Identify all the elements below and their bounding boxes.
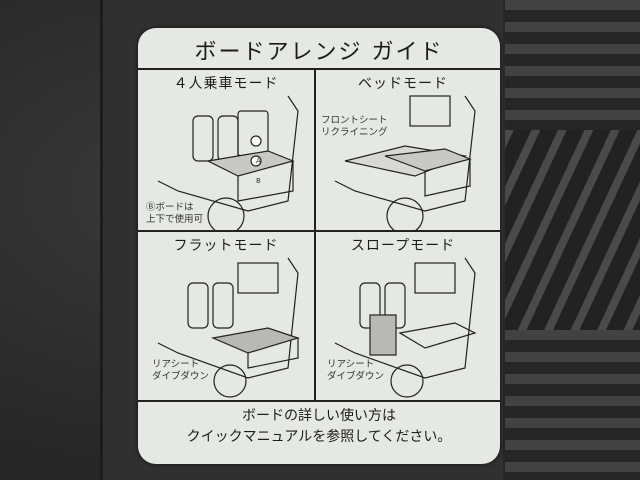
panel-slope-mode: スロープモード リアシート ダイブダウン: [315, 231, 491, 398]
divider: [314, 68, 316, 400]
panel-note: リアシート ダイブダウン: [327, 359, 384, 383]
panel-note: フロントシート リクライニング: [321, 115, 388, 139]
note-line: フロントシート: [321, 115, 388, 126]
footer-line: ボードの詳しい使い方は: [242, 408, 396, 424]
footer-line: クイックマニュアルを参照してください。: [186, 429, 452, 445]
panel-note: リアシート ダイブダウン: [152, 359, 209, 383]
panel-4-passenger-mode: ４人乗車モード A B Ⓑボードは 上下で使用可: [138, 69, 314, 231]
label-title: ボードアレンジ ガイド: [194, 40, 444, 65]
panel-heading: スロープモード: [350, 238, 456, 254]
note-line: ダイブダウン: [152, 371, 210, 382]
panel-heading: フラットモード: [173, 238, 279, 254]
panel-heading: ベッドモード: [358, 76, 448, 92]
note-line: ダイブダウン: [327, 371, 385, 382]
panel-bed-mode: ベッドモード フロントシート リクライニング: [315, 69, 491, 231]
note-line: リアシート: [152, 359, 200, 370]
note-line: リクライニング: [321, 127, 388, 138]
note-line: Ⓑボードは: [146, 202, 194, 213]
divider: [138, 400, 500, 402]
board-arrange-guide-label: ボードアレンジ ガイド ４人乗車モード A B Ⓑボードは 上下で使用可 ベッド…: [138, 28, 500, 464]
divider: [138, 230, 500, 232]
footer-instruction: ボードの詳しい使い方は クイックマニュアルを参照してください。: [138, 406, 500, 448]
car-interior-illustration: [157, 95, 299, 231]
divider: [138, 68, 500, 70]
panel-note: Ⓑボードは 上下で使用可: [146, 202, 203, 226]
panel-flat-mode: フラットモード リアシート ダイブダウン: [138, 231, 314, 398]
marker-a: A: [256, 157, 261, 165]
car-interior-illustration: [334, 257, 477, 398]
marker-b: B: [256, 177, 261, 185]
panel-heading: ４人乗車モード: [173, 76, 279, 92]
car-interior-illustration: [334, 95, 476, 231]
ribbed-floor-pattern: [505, 130, 640, 330]
note-line: リアシート: [327, 359, 375, 370]
car-interior-illustration: [157, 257, 300, 398]
note-line: 上下で使用可: [146, 214, 204, 225]
